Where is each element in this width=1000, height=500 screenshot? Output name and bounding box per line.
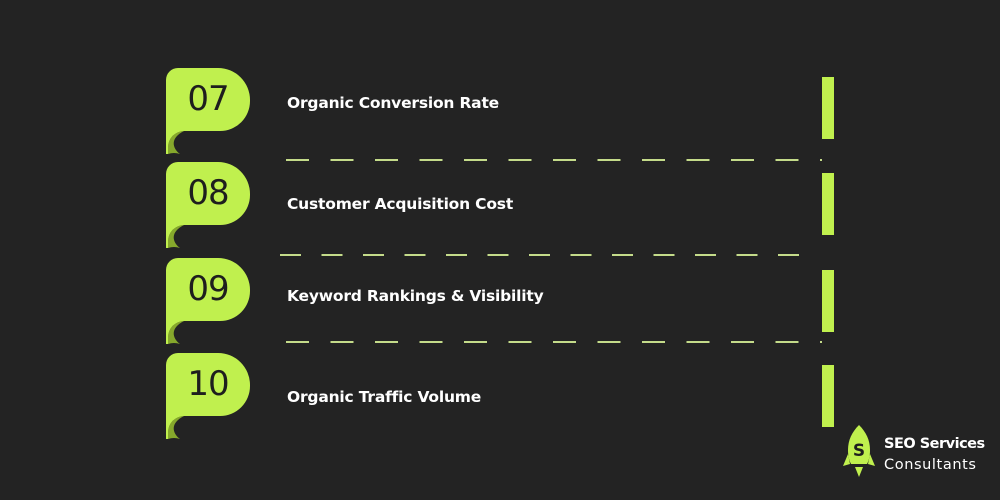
metric-label: Keyword Rankings & Visibility — [287, 287, 544, 305]
metric-label: Customer Acquisition Cost — [287, 195, 514, 213]
dashed-divider — [286, 341, 822, 343]
logo-title: SEO Services — [884, 436, 985, 452]
svg-text:S: S — [853, 441, 865, 461]
metric-label: Organic Traffic Volume — [287, 388, 482, 406]
dashed-divider — [286, 159, 822, 161]
rocket-s-icon: S — [843, 425, 875, 477]
number-badge-10: 10 — [166, 353, 250, 439]
logo-subtitle: Consultants — [884, 457, 977, 473]
brand-logo: S SEO Services Consultants — [842, 424, 1000, 480]
accent-bar — [822, 365, 834, 427]
accent-bar — [822, 173, 834, 235]
badge-number: 09 — [187, 269, 229, 309]
accent-bar — [822, 270, 834, 332]
number-badge-07: 07 — [166, 68, 250, 154]
dashed-divider — [280, 254, 806, 256]
number-badge-08: 08 — [166, 162, 250, 248]
number-badge-09: 09 — [166, 258, 250, 344]
badge-number: 07 — [187, 79, 229, 119]
badge-number: 08 — [187, 173, 229, 213]
accent-bar — [822, 77, 834, 139]
badge-number: 10 — [187, 364, 229, 404]
metric-label: Organic Conversion Rate — [287, 94, 499, 112]
